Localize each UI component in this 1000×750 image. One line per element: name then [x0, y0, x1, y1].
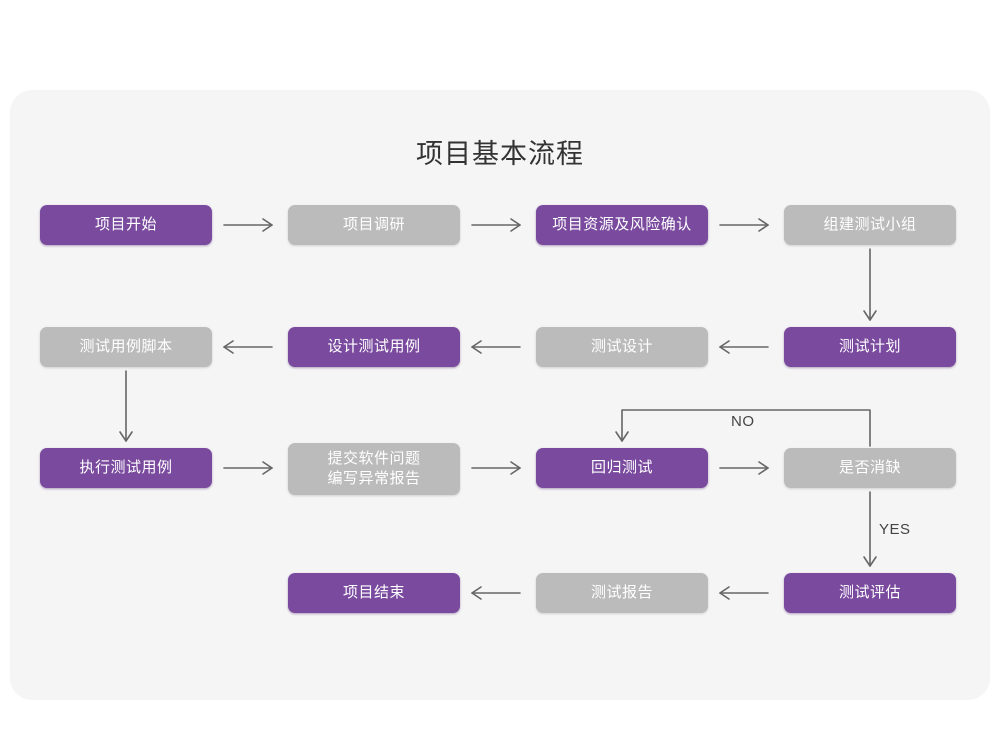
node-project-end[interactable]: 项目结束 [288, 573, 460, 613]
node-build-test-team[interactable]: 组建测试小组 [784, 205, 956, 245]
page-title: 项目基本流程 [416, 139, 584, 169]
node-regression-test[interactable]: 回归测试 [536, 448, 708, 488]
node-design-test-case[interactable]: 设计测试用例 [288, 327, 460, 367]
node-defect-cleared-decision[interactable]: 是否消缺 [784, 448, 956, 488]
node-submit-defect-report[interactable]: 提交软件问题 编写异常报告 [288, 443, 460, 495]
node-test-plan[interactable]: 测试计划 [784, 327, 956, 367]
edge-label-no: NO [731, 413, 755, 430]
node-project-start[interactable]: 项目开始 [40, 205, 212, 245]
node-test-evaluation[interactable]: 测试评估 [784, 573, 956, 613]
node-project-research[interactable]: 项目调研 [288, 205, 460, 245]
edge-label-yes: YES [879, 521, 911, 538]
node-test-report[interactable]: 测试报告 [536, 573, 708, 613]
node-test-design[interactable]: 测试设计 [536, 327, 708, 367]
node-test-case-script[interactable]: 测试用例脚本 [40, 327, 212, 367]
node-resource-risk-confirm[interactable]: 项目资源及风险确认 [536, 205, 708, 245]
node-execute-test-case[interactable]: 执行测试用例 [40, 448, 212, 488]
